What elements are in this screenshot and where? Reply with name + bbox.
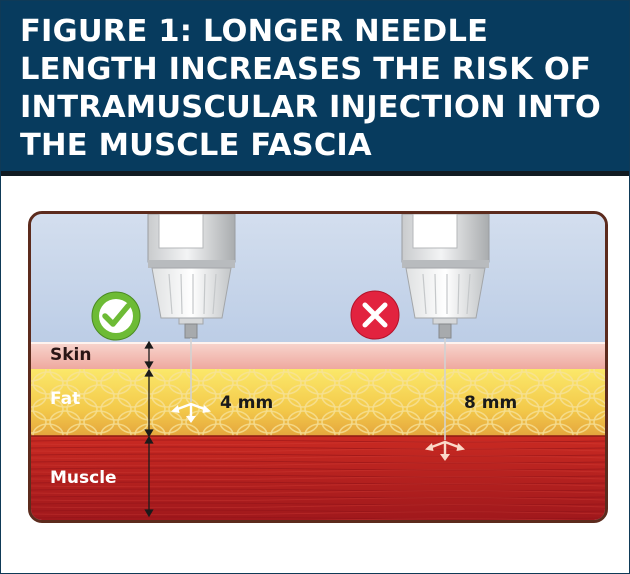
pen-needle-8mm	[401, 214, 490, 461]
depth-dimension-arrows	[144, 340, 154, 518]
needle-length-4mm: 4 mm	[220, 393, 274, 413]
skin-layer	[31, 342, 605, 370]
needle-length-8mm: 8 mm	[464, 393, 518, 413]
diagram-illustration	[31, 214, 605, 520]
injection-diagram: Skin Fat Muscle 4 mm 8 mm	[28, 211, 608, 523]
figure-title: FIGURE 1: LONGER NEEDLE LENGTH INCREASES…	[20, 14, 602, 163]
fat-label: Fat	[50, 389, 81, 409]
title-divider	[1, 171, 629, 176]
check-icon	[91, 291, 141, 341]
skin-label: Skin	[50, 345, 92, 365]
muscle-label: Muscle	[50, 468, 117, 488]
title-bar: FIGURE 1: LONGER NEEDLE LENGTH INCREASES…	[1, 1, 629, 171]
cross-icon	[350, 290, 400, 340]
pen-needle-4mm	[147, 214, 236, 423]
